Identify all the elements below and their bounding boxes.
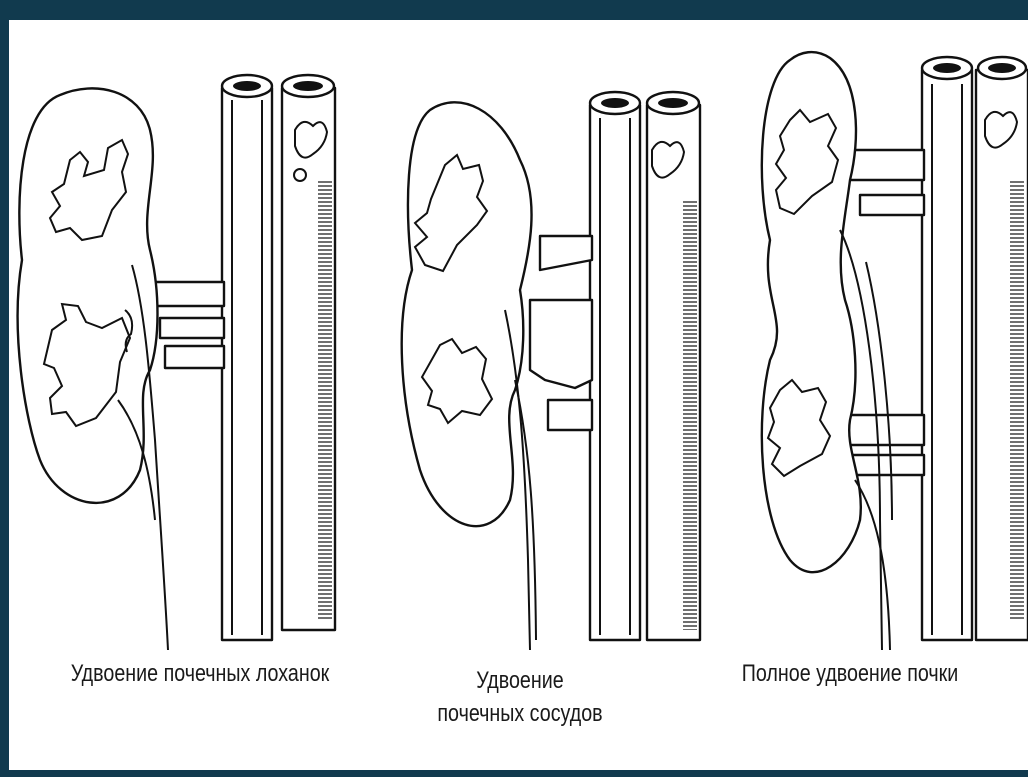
kidney-1 [18,88,158,502]
figure-vessel-duplication [402,92,700,650]
figure-complete-duplication [762,52,1028,650]
kidney-2 [402,102,532,526]
caption-vessel-line-2: почечных сосудов [397,697,643,730]
caption-vessel-duplication: Удвоение почечных сосудов [397,664,643,730]
caption-vessel-line-1: Удвоение [397,664,643,697]
caption-pelvis-duplication: Удвоение почечных лоханок [36,657,364,690]
caption-complete-duplication: Полное удвоение почки [711,657,990,690]
aorta-1 [222,88,272,640]
kidney-3 [762,52,861,572]
aorta-3 [922,70,972,640]
figure-pelvis-duplication [18,75,335,650]
aorta-2 [590,105,640,640]
